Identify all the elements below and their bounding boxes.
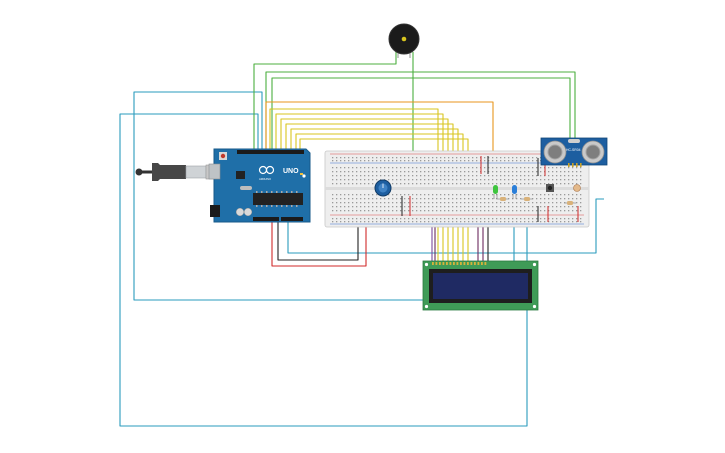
lcd-mount-hole-tl (424, 262, 429, 267)
pushbutton[interactable] (546, 184, 554, 192)
potentiometer[interactable] (374, 179, 392, 197)
lcd-mount-hole-bl (424, 304, 429, 309)
wire-black-gnd[interactable] (277, 222, 359, 261)
wire-red-5v[interactable] (271, 222, 367, 267)
lcd-screen (433, 273, 528, 299)
breadboard (324, 150, 590, 228)
arduino-chip-pins (256, 191, 298, 207)
arduino-brand-label: UNO (283, 168, 299, 175)
buzzer[interactable] (388, 23, 420, 58)
breadboard-holes (332, 157, 582, 223)
arduino-power-jack (210, 205, 220, 217)
usb-plug-metal (185, 165, 207, 179)
arduino-logo-text: ARDUINO (259, 177, 271, 181)
arduino-usb-port (208, 163, 221, 180)
led-blue (512, 185, 517, 199)
arduino-power-header (253, 217, 279, 221)
arduino-mount-hole (302, 174, 306, 178)
arduino-digital-header (237, 150, 304, 154)
wire-green-buzzer[interactable] (253, 52, 414, 155)
wire-green-sensor-2[interactable] (271, 77, 571, 150)
usb-cable[interactable] (135, 163, 219, 181)
arduino-infinity-logo-icon (258, 165, 275, 175)
arduino-capacitor-1 (235, 207, 245, 217)
arduino-reset-cap (220, 153, 226, 159)
arduino-board (213, 148, 311, 223)
wire-blue-lcd-loop[interactable] (133, 91, 428, 301)
buzzer-center (401, 36, 407, 42)
arduino-capacitor-2 (243, 207, 253, 217)
ultrasonic-eye-left-mesh (547, 144, 563, 160)
wire-blue-right-return[interactable] (287, 198, 604, 254)
arduino-chip (253, 193, 303, 205)
resistor-3 (564, 201, 576, 205)
lcd-mount-hole-br (532, 304, 537, 309)
wire-green-sensor[interactable] (265, 71, 576, 150)
resistor-1 (497, 197, 509, 201)
wire-blue-outer-loop[interactable] (119, 113, 528, 427)
ultrasonic-crystal (568, 139, 580, 143)
arduino-uno[interactable]: UNO ARDUINO (135, 148, 311, 223)
arduino-crystal (240, 186, 252, 190)
led-green (493, 185, 498, 199)
arduino-led-on (300, 173, 303, 175)
lcd-mount-hole-tr (532, 262, 537, 267)
ultrasonic-pins (568, 163, 582, 167)
wires (119, 52, 604, 427)
ultrasonic-model-label: HC-SR04 (566, 148, 581, 152)
breadboard-center-channel (325, 187, 589, 190)
arduino-analog-header (281, 217, 303, 221)
resistor-2 (521, 197, 533, 201)
arduino-usb-chip (236, 171, 245, 179)
ultrasonic-sensor[interactable]: HC-SR04 (540, 137, 608, 167)
photoresistor (573, 184, 581, 192)
lcd-header-pins (432, 262, 487, 265)
lcd-display[interactable] (422, 260, 539, 311)
ultrasonic-eye-right-mesh (585, 144, 601, 160)
usb-cable-strain (135, 168, 143, 176)
usb-plug-icon (152, 163, 186, 181)
